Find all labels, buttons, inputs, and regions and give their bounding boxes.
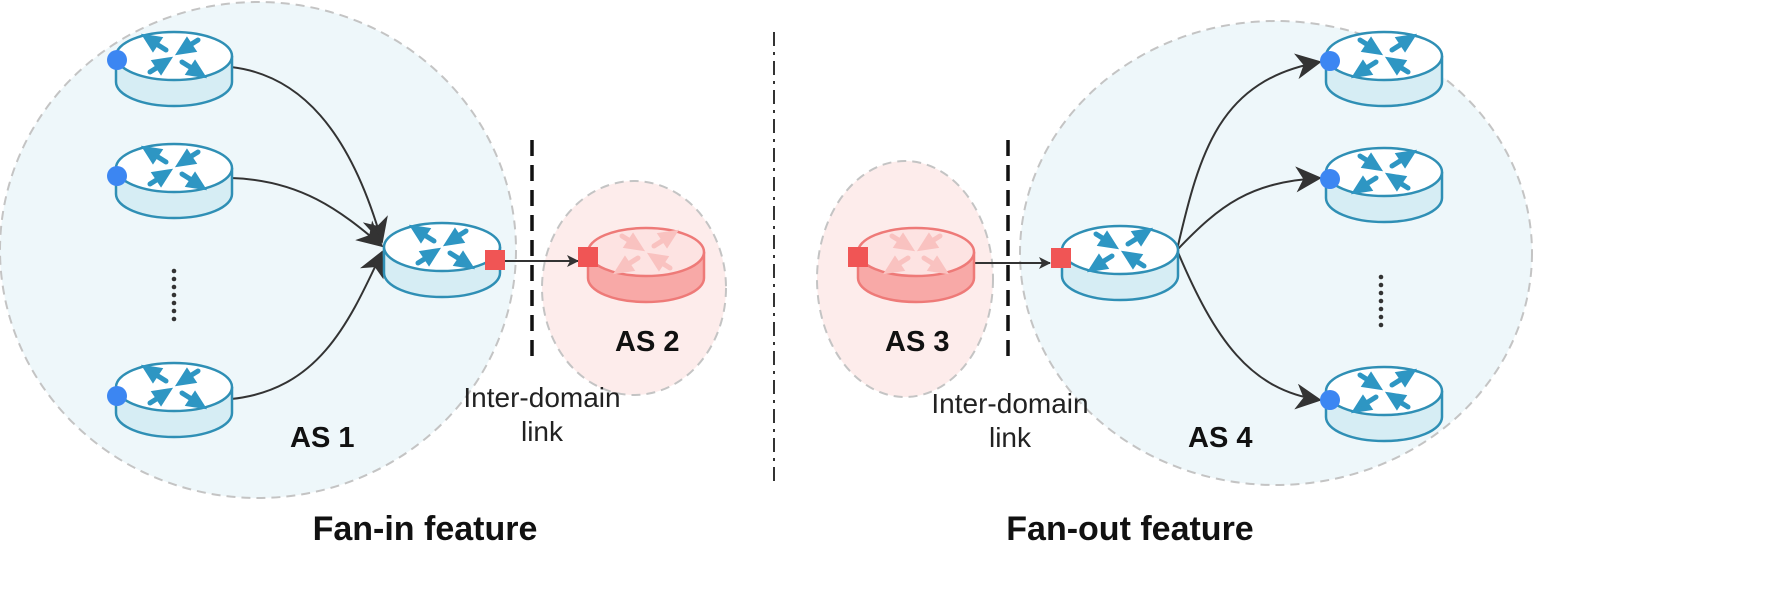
as2-label: AS 2 xyxy=(615,326,679,358)
edge-hub-to-router2 xyxy=(1176,166,1322,251)
as4-label: AS 4 xyxy=(1188,422,1252,454)
port-dot xyxy=(1320,169,1340,189)
external-router-icon xyxy=(586,226,706,304)
ingress-port xyxy=(578,247,598,267)
port-dot xyxy=(1320,390,1340,410)
router-icon xyxy=(1324,30,1444,108)
edge-router1-to-hub xyxy=(230,66,388,244)
edge-hub-to-router3 xyxy=(1176,249,1322,410)
inter-domain-link-label-2: link xyxy=(989,422,1032,453)
port-dot xyxy=(107,50,127,70)
edge-router3-to-hub xyxy=(230,250,384,400)
as3-label: AS 3 xyxy=(885,326,949,358)
router-icon xyxy=(1324,365,1444,443)
fan-out-panel: AS 3 AS 4 Inter-domain link Fan-out feat… xyxy=(816,20,1533,548)
inter-domain-link-label-2: link xyxy=(521,416,564,447)
egress-port xyxy=(485,250,505,270)
ingress-port xyxy=(1051,248,1071,268)
as1-label: AS 1 xyxy=(290,422,354,454)
port-dot xyxy=(107,386,127,406)
fan-in-feature-label: Fan-in feature xyxy=(313,510,538,548)
port-dot xyxy=(1320,51,1340,71)
hub-router-icon xyxy=(382,221,502,299)
hub-router-icon xyxy=(1060,224,1180,302)
router-icon xyxy=(114,142,234,220)
port-dot xyxy=(107,166,127,186)
fan-in-panel: AS 1 AS 2 Inter-domain link Fan-in featu… xyxy=(0,1,727,548)
router-icon xyxy=(114,361,234,439)
router-icon xyxy=(114,30,234,108)
inter-domain-link-label: Inter-domain xyxy=(931,388,1088,419)
inter-domain-link-label: Inter-domain xyxy=(463,382,620,413)
ellipsis-dots xyxy=(1378,274,1384,328)
fan-out-feature-label: Fan-out feature xyxy=(1006,510,1253,548)
router-icon xyxy=(1324,146,1444,224)
egress-port xyxy=(848,247,868,267)
edge-router2-to-hub xyxy=(230,177,384,248)
edge-hub-to-router1 xyxy=(1176,53,1322,251)
ellipsis-dots xyxy=(171,268,177,322)
external-router-icon xyxy=(856,226,976,304)
